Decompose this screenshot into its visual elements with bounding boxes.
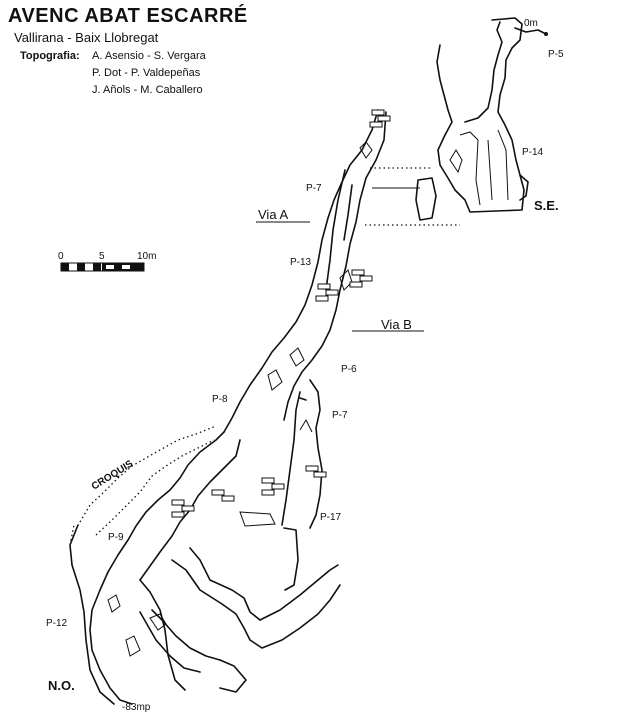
label-p9: P-9 <box>108 532 124 543</box>
label-p14: P-14 <box>522 147 544 158</box>
label-p7-top: P-7 <box>306 183 322 194</box>
middle-branch <box>239 379 323 591</box>
label-croquis: CROQUIS <box>90 458 136 492</box>
location-text: Vallirana - Baix Llobregat <box>14 30 159 45</box>
map-title: AVENC ABAT ESCARRÉ <box>8 4 248 27</box>
connection-lines <box>365 167 460 226</box>
label-p6: P-6 <box>341 364 357 375</box>
label-p13: P-13 <box>290 257 312 268</box>
topography-line-1: A. Asensio - S. Vergara <box>92 50 207 62</box>
croquis-outline <box>69 425 217 546</box>
label-south-east: S.E. <box>534 198 559 213</box>
label-p17: P-17 <box>320 512 342 523</box>
label-via-b: Via B <box>381 317 412 332</box>
scale-bar: 0 5 10m <box>58 251 156 272</box>
label-p7-mid: P-7 <box>332 410 348 421</box>
main-gallery <box>223 109 387 433</box>
label-entrance-depth: 0m <box>524 18 538 29</box>
scale-tick-5: 5 <box>99 251 105 262</box>
scale-tick-10: 10m <box>137 251 156 262</box>
scale-tick-0: 0 <box>58 251 64 262</box>
topography-line-2: P. Dot - P. Valdepeñas <box>92 67 201 79</box>
label-via-a: Via A <box>258 207 288 222</box>
label-p8: P-8 <box>212 394 228 405</box>
topography-label: Topografia: <box>20 50 80 62</box>
label-north-west: N.O. <box>48 678 75 693</box>
label-p12: P-12 <box>46 618 68 629</box>
label-p5: P-5 <box>548 49 564 60</box>
masonry-symbols <box>171 109 391 518</box>
topography-line-3: J. Añols - M. Caballero <box>92 84 203 96</box>
label-bottom-depth: -83mp <box>122 702 151 713</box>
upper-shaft <box>415 17 548 221</box>
